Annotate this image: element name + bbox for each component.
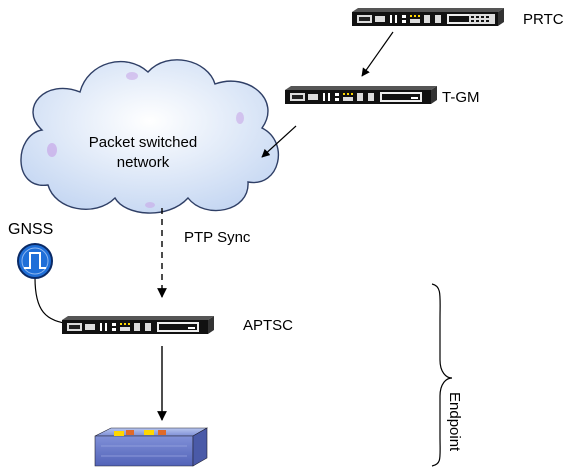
prtc-label: PRTC [523,11,564,28]
tgm-device [285,86,437,104]
endpoint-bracket [431,283,453,467]
prtc-to-tgm-arrow [361,31,394,77]
ptp-sync-label: PTP Sync [184,229,251,246]
prtc-device [352,8,504,26]
switch-device-icon [94,427,209,467]
network-label: Packet switched network [68,133,218,173]
tgm-to-network-arrow [261,125,297,158]
network-label-line2: network [116,154,170,171]
aptsc-label: APTSC [243,317,294,334]
gnss-label: GNSS [8,221,54,238]
network-label-line1: Packet switched [88,134,198,151]
endpoint-label: Endpoint [446,392,463,452]
packet-network-cloud [20,59,279,214]
tgm-label: T-GM [442,89,480,106]
aptsc-device [62,316,214,334]
pulse-wave-icon [17,243,53,279]
